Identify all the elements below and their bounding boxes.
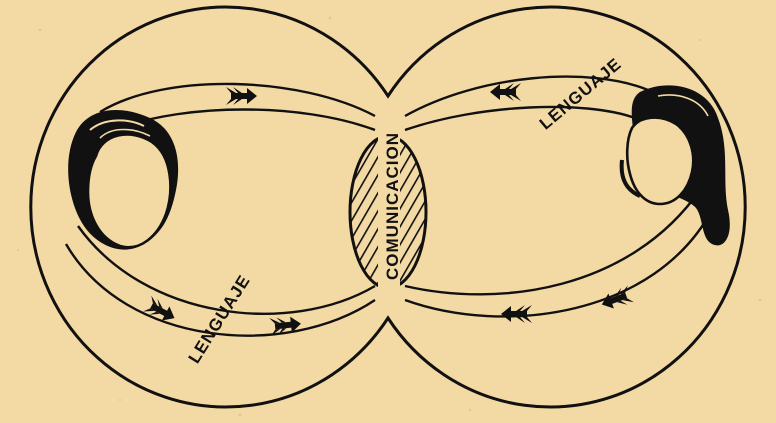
center-label: COMUNICACION	[383, 132, 402, 280]
